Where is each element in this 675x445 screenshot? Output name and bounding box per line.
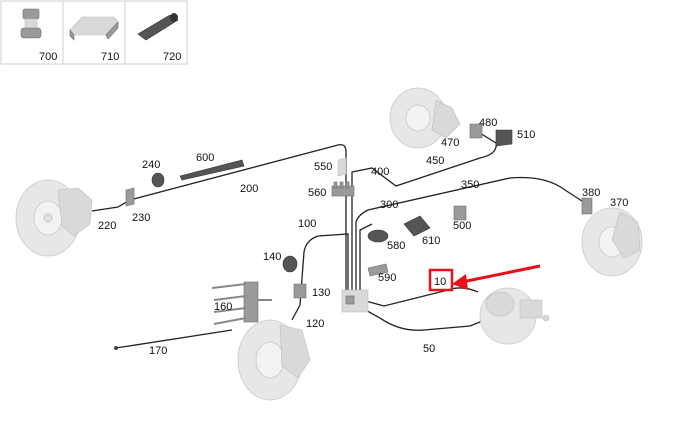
callout-480[interactable]: 480: [479, 117, 497, 129]
clip-480[interactable]: [469, 123, 483, 139]
brake-line-200[interactable]: [91, 144, 347, 290]
callout-590[interactable]: 590: [378, 272, 396, 284]
brake-line-350[interactable]: [355, 176, 586, 293]
legend-part-700-plug[interactable]: [20, 8, 42, 39]
highlight-box: [428, 268, 454, 292]
front-right-brake-disc[interactable]: [237, 319, 311, 401]
bracket-230[interactable]: [125, 187, 135, 207]
holder-610[interactable]: [403, 215, 431, 237]
callout-170[interactable]: 170: [149, 345, 167, 357]
highlight-arrow-shaft: [461, 264, 541, 284]
callout-120[interactable]: 120: [306, 318, 324, 330]
callout-300[interactable]: 300: [380, 199, 398, 211]
legend-label-700: 700: [39, 51, 57, 63]
grommet-500[interactable]: [453, 205, 467, 221]
distributor-block[interactable]: [341, 289, 369, 313]
legend-label-720: 720: [163, 51, 181, 63]
callout-550[interactable]: 550: [314, 161, 332, 173]
callout-450[interactable]: 450: [426, 155, 444, 167]
callout-370[interactable]: 370: [610, 197, 628, 209]
grommet-240[interactable]: [151, 172, 165, 188]
callout-400[interactable]: 400: [371, 166, 389, 178]
front-left-brake-disc[interactable]: [15, 179, 93, 257]
callout-380[interactable]: 380: [582, 187, 600, 199]
legend-part-720-hose-sleeve[interactable]: [137, 13, 179, 41]
rear-right-upper-brake-disc[interactable]: [389, 87, 461, 149]
bracket-assembly-160[interactable]: [211, 281, 272, 325]
callout-560[interactable]: 560: [308, 187, 326, 199]
callout-500[interactable]: 500: [453, 220, 471, 232]
callout-600[interactable]: 600: [196, 152, 214, 164]
rear-right-brake-disc[interactable]: [581, 207, 643, 277]
legend-part-710-hex-sleeve[interactable]: [69, 16, 119, 41]
holder-510[interactable]: [495, 129, 513, 147]
callout-230[interactable]: 230: [132, 212, 150, 224]
callout-580[interactable]: 580: [387, 240, 405, 252]
callout-labels: 600 240 200 230 220 550 560 400 450 470 …: [98, 117, 628, 357]
callout-140[interactable]: 140: [263, 251, 281, 263]
rod-170[interactable]: [115, 329, 233, 349]
callout-220[interactable]: 220: [98, 220, 116, 232]
callout-510[interactable]: 510: [517, 129, 535, 141]
callout-240[interactable]: 240: [142, 159, 160, 171]
grommet-580[interactable]: [367, 229, 389, 243]
callout-100[interactable]: 100: [298, 218, 316, 230]
highlight-arrow-icon: [452, 274, 468, 290]
legend-box: 700 710 720: [0, 0, 188, 65]
callout-610[interactable]: 610: [422, 235, 440, 247]
grommet-140[interactable]: [282, 255, 298, 273]
callout-200[interactable]: 200: [240, 183, 258, 195]
callout-130[interactable]: 130: [312, 287, 330, 299]
legend-label-710: 710: [101, 51, 119, 63]
bracket-380[interactable]: [581, 197, 593, 215]
small-parts: [125, 123, 593, 325]
callout-160[interactable]: 160: [214, 301, 232, 313]
master-cylinder-booster[interactable]: [479, 287, 550, 345]
highlight-annotation: [428, 264, 541, 292]
brake-line-10[interactable]: [361, 287, 479, 307]
clip-550[interactable]: [337, 157, 347, 177]
brake-line-50[interactable]: [361, 307, 491, 331]
hose-sleeve-600[interactable]: [179, 159, 245, 181]
clip-560[interactable]: [331, 181, 355, 197]
brake-line-300[interactable]: [359, 223, 373, 292]
bolt-590[interactable]: [367, 263, 389, 277]
callout-470[interactable]: 470: [441, 137, 459, 149]
bracket-130[interactable]: [293, 283, 307, 299]
callout-10[interactable]: 10: [434, 276, 446, 288]
callout-350[interactable]: 350: [461, 179, 479, 191]
callout-50[interactable]: 50: [423, 343, 435, 355]
brake-line-100[interactable]: [291, 233, 349, 321]
brake-lines: [91, 129, 586, 350]
